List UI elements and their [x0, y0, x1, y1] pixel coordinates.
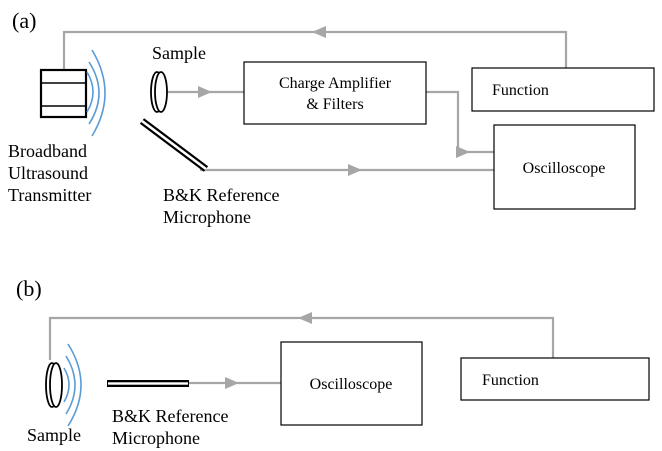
sample-a-label: Sample	[152, 43, 206, 63]
panel-b: (b) Sample B&K Reference Microphone	[16, 276, 650, 448]
amplifier-to-oscilloscope-arrow	[456, 146, 470, 158]
sample-b-label: Sample	[27, 425, 81, 445]
transmitter-wave-3	[91, 49, 106, 137]
charge-amplifier-label-line2: & Filters	[306, 96, 363, 113]
function-b-label: Function	[482, 372, 539, 389]
sample-to-amplifier-arrow	[198, 86, 212, 98]
charge-amplifier-rect	[243, 61, 427, 125]
function-b-rect	[460, 357, 650, 401]
oscilloscope-b: Oscilloscope	[280, 341, 423, 426]
transmitter-label-line3: Transmitter	[8, 185, 91, 205]
reference-microphone-b: B&K Reference Microphone	[107, 380, 228, 448]
sample-b-wave-2	[65, 355, 76, 415]
microphone-a-label-line1: B&K Reference	[163, 185, 279, 205]
function-generator-a: Function	[471, 67, 655, 112]
function-a-label: Function	[492, 82, 549, 99]
microphone-a-inner	[141, 119, 207, 171]
microphone-to-oscilloscope-arrow	[348, 164, 362, 176]
sample-b-wave-1	[63, 367, 70, 403]
panel-a-wires	[62, 26, 568, 176]
sample-b-disc-back	[49, 362, 63, 408]
microphone-b-label-line2: Microphone	[112, 428, 200, 448]
transmitter-body	[39, 68, 88, 119]
sample-b-wave-3	[67, 343, 82, 427]
amplifier-to-oscilloscope-wire	[426, 90, 494, 154]
microphone-b-label-line1: B&K Reference	[112, 406, 228, 426]
sample-a: Sample	[150, 43, 206, 113]
panel-b-label: (b)	[16, 276, 42, 301]
panel-a: (a) Broadband Ultrasound Transmitter	[8, 8, 655, 227]
function-to-sample-arrow	[298, 312, 312, 324]
ultrasound-transmitter: Broadband Ultrasound Transmitter	[8, 49, 106, 205]
function-to-transmitter-arrow	[312, 26, 326, 38]
function-generator-b: Function	[460, 357, 650, 401]
panel-b-wires	[48, 312, 555, 389]
microphone-b-inner	[108, 382, 188, 385]
transmitter-wave-1	[86, 71, 94, 113]
oscilloscope-a-rect	[493, 124, 636, 210]
reference-microphone-a: B&K Reference Microphone	[139, 118, 279, 227]
panel-a-label: (a)	[12, 8, 36, 33]
function-a-rect	[471, 67, 655, 112]
oscilloscope-b-label: Oscilloscope	[310, 376, 393, 393]
transmitter-label-line2: Ultrasound	[8, 163, 88, 183]
transmitter-label-line1: Broadband	[8, 141, 87, 161]
sample-a-disc-back	[154, 71, 168, 113]
sample-b: Sample	[27, 343, 82, 445]
microphone-a-label-line2: Microphone	[163, 207, 251, 227]
transmitter-wave-2	[88, 61, 100, 125]
oscilloscope-b-rect	[280, 341, 423, 426]
oscilloscope-a-label: Oscilloscope	[523, 160, 606, 177]
charge-amplifier-label-line1: Charge Amplifier	[279, 75, 392, 92]
oscilloscope-a: Oscilloscope	[493, 124, 636, 210]
microphone-to-oscilloscope-b-arrow	[225, 377, 239, 389]
charge-amplifier-box: Charge Amplifier & Filters	[243, 61, 427, 125]
